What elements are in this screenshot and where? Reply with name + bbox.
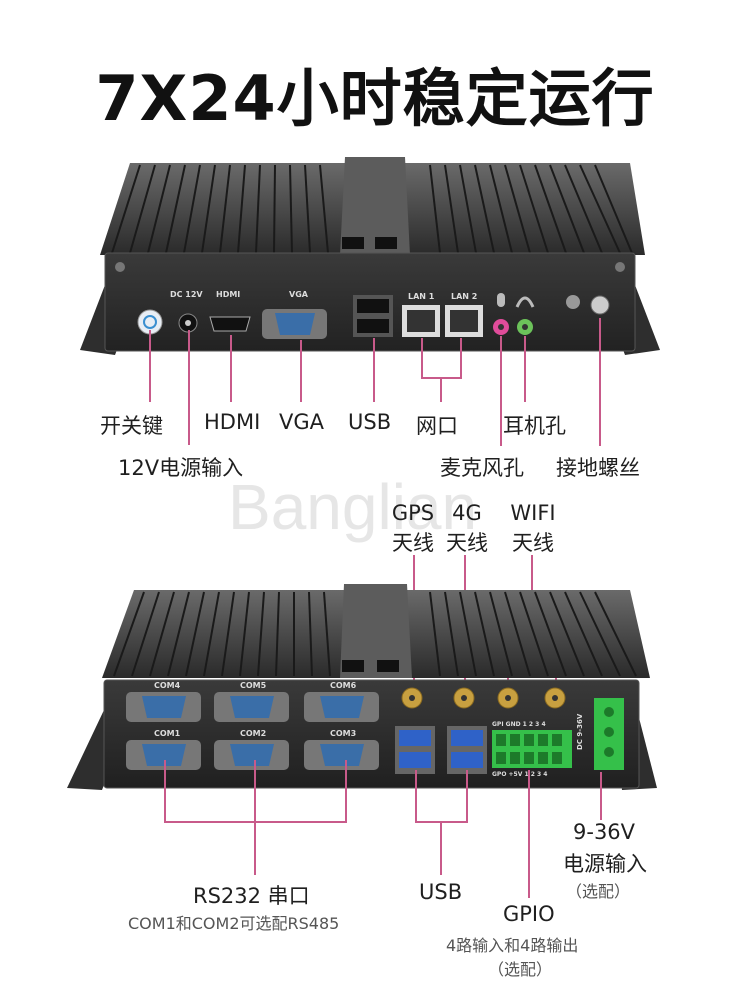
gpio-top-text: GPI GND 1 2 3 4 — [492, 721, 546, 728]
ground-line — [599, 318, 601, 446]
wifi-antenna-line1: WIFI — [510, 501, 556, 525]
vga-line — [300, 340, 302, 402]
lan1-line — [421, 338, 423, 378]
hdmi-label: HDMI — [204, 410, 261, 434]
earphone-line — [524, 336, 526, 402]
dc-input-label: 12V电源输入 — [118, 456, 244, 480]
gps-antenna-label: GPS 天线 — [386, 498, 440, 558]
mic-label: 麦克风孔 — [440, 456, 524, 480]
gpio-optional: （选配） — [488, 960, 553, 979]
usb1-line — [415, 770, 417, 822]
power-input-optional: （选配） — [566, 882, 631, 901]
bottom-device-image: COM4 COM5 COM6 COM1 COM2 COM3 GPI GND 1 … — [67, 584, 657, 790]
usb2-line — [466, 770, 468, 822]
usb-line — [373, 338, 375, 402]
wifi-antenna-line — [531, 555, 533, 623]
hdmi-port-text: HDMI — [216, 290, 240, 299]
4g-antenna-line1: 4G — [452, 501, 482, 525]
com-join-line — [164, 821, 347, 823]
rs232-label: RS232 串口 — [193, 884, 310, 908]
4g-antenna-label: 4G 天线 — [440, 498, 494, 558]
com5-text: COM5 — [240, 681, 267, 690]
com3-text: COM3 — [330, 729, 356, 738]
4g-antenna-line2: 天线 — [446, 531, 488, 555]
mic-line — [500, 336, 502, 446]
watermark: Banglian — [228, 471, 478, 543]
rs232-note: COM1和COM2可选配RS485 — [128, 914, 340, 933]
ground-screw-label: 接地螺丝 — [556, 456, 640, 480]
vga-label: VGA — [279, 410, 325, 434]
power-input-line — [600, 772, 602, 820]
lan2-line — [460, 338, 462, 378]
com2-line — [254, 760, 256, 875]
com2-text: COM2 — [240, 729, 266, 738]
usb-label-top: USB — [348, 410, 392, 434]
power-button-label: 开关键 — [100, 414, 163, 438]
com3-line — [345, 760, 347, 822]
com1-line — [164, 760, 166, 822]
dc-port-text: DC 12V — [170, 290, 203, 299]
power-input-voltage: 9-36V — [573, 820, 636, 844]
lan2-port-text: LAN 2 — [451, 292, 477, 301]
wifi-antenna-label: WIFI 天线 — [505, 498, 561, 558]
gps-antenna-line1: GPS — [391, 501, 435, 525]
power-input-label: 电源输入 — [563, 852, 647, 876]
usb-down-line — [440, 821, 442, 875]
gpio-note: 4路输入和4路输出 — [446, 936, 579, 955]
power-line — [149, 330, 151, 402]
wifi-antenna-line2: 天线 — [512, 531, 554, 555]
earphone-label: 耳机孔 — [503, 414, 566, 438]
gps-antenna-line2: 天线 — [392, 531, 434, 555]
gpio-label: GPIO — [503, 902, 555, 926]
top-device-image: DC 12V HDMI VGA LAN 1 LAN 2 — [80, 157, 660, 355]
page-title: 7X24小时稳定运行 — [95, 62, 655, 135]
lan-down-line — [440, 377, 442, 402]
com4-text: COM4 — [154, 681, 181, 690]
lan-label: 网口 — [416, 414, 458, 438]
com1-text: COM1 — [154, 729, 181, 738]
lan1-port-text: LAN 1 — [408, 292, 435, 301]
hdmi-line — [230, 335, 232, 402]
dc-terminal-text: DC 9-36V — [576, 713, 584, 750]
com6-text: COM6 — [330, 681, 357, 690]
gpio-line — [528, 770, 530, 898]
dc-line — [188, 330, 190, 445]
usb-label-bottom: USB — [419, 880, 463, 904]
vga-port-text: VGA — [289, 290, 309, 299]
gpio-bottom-text: GPO +5V 1 2 3 4 — [492, 771, 547, 778]
